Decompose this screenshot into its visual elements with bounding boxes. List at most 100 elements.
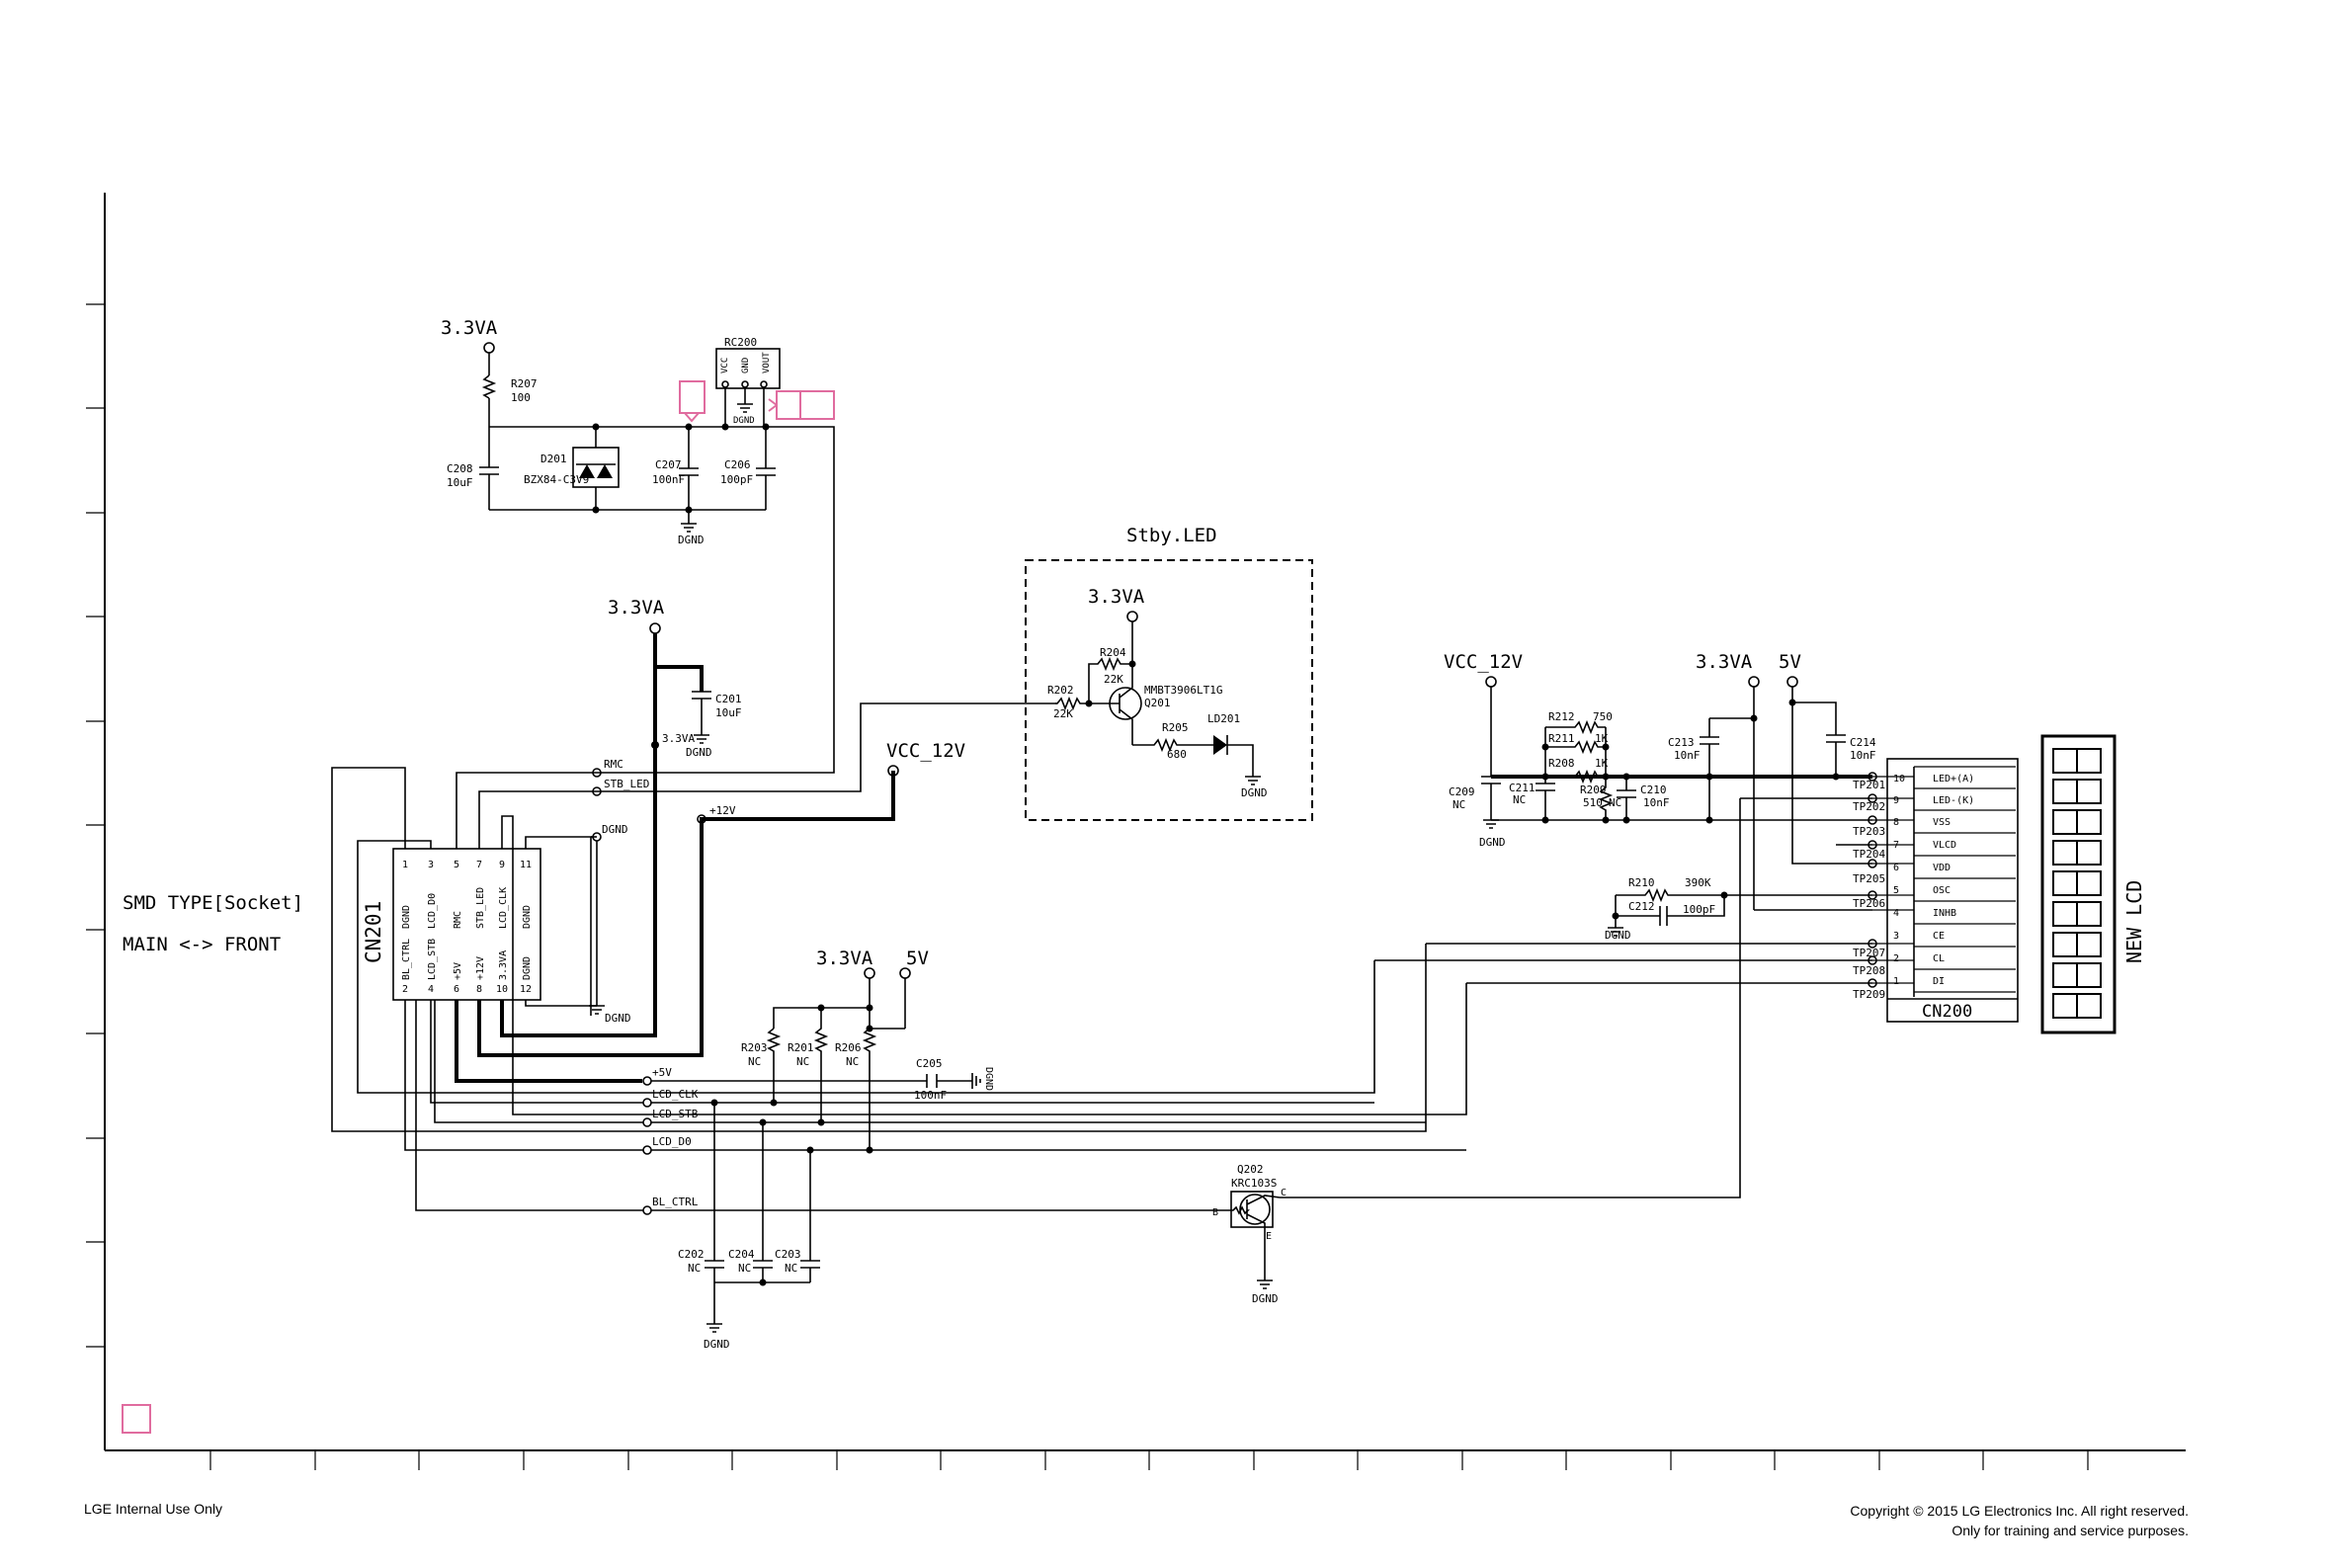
tp209: TP209 [1853,988,1885,1001]
lcd-power-block: VCC_12V 3.3VA 5V C209 NC DGND C211 NC R2… [1444,651,1876,942]
c208-ref: C208 [447,462,473,475]
rail-label-5v-right: 5V [1779,651,1801,673]
rail-label-3v3a-top: 3.3VA [441,317,498,339]
c202-ref: C202 [678,1248,705,1261]
footer-training-line: Only for training and service purposes. [1951,1523,2189,1538]
q202-pin-b: B [1212,1207,1218,1218]
c204-ref: C204 [728,1248,755,1261]
gnd-label-q202: DGND [1252,1292,1279,1305]
cn200-name-1: DI [1933,976,1945,987]
c213-value: 10nF [1674,749,1701,762]
resistor-r208 [1545,769,1606,784]
resistor-r209 [1598,777,1614,820]
cn201-name-5: RMC [453,911,463,929]
cn200-name-4: INHB [1933,908,1956,919]
resistor-r210 [1616,887,1872,903]
c214-ref: C214 [1850,736,1876,749]
r203-ref: R203 [741,1041,768,1054]
cn201-name-6: +5V [453,962,463,980]
cn201-pin-2: 2 [402,984,408,995]
rail-label-3v3a-right: 3.3VA [1696,651,1753,673]
cn200-pin-7: 7 [1893,840,1899,851]
cn201-name-10: 3.3VA [498,950,509,980]
c209-value: NC [1453,798,1465,811]
cn201-name-8: +12V [475,956,486,980]
gnd-label-caps: DGND [704,1338,730,1351]
c201-value: 10uF [715,706,742,719]
r203-value: NC [748,1055,761,1068]
cn201-name-4: LCD_STB [427,939,438,980]
cn201-name-2: BL_CTRL [401,939,412,980]
no-connect-marker-a [679,380,706,414]
resistor-r203 [766,1028,782,1103]
footer-copyright: Copyright © 2015 LG Electronics Inc. All… [1850,1501,2189,1540]
connector-cn201: CN201 1 3 5 7 9 11 DGND LCD_D0 RMC STB_L… [362,848,541,1001]
c208-value: 10uF [447,476,473,489]
r204-value: 22K [1104,673,1123,686]
gnd-label-c201: DGND [686,746,712,759]
c205-ref: C205 [916,1057,943,1070]
cn200-ref: CN200 [1922,1002,1972,1022]
r209-nc: NC [1609,796,1621,809]
cn201-pin-1: 1 [402,860,408,870]
r207-ref: R207 [511,377,538,390]
resistor-r202 [1055,696,1107,711]
gnd-label-rc200: DGND [733,416,755,426]
cn200-pin-8: 8 [1893,817,1899,828]
led-ld201 [1213,735,1227,755]
gnd-label-ld201: DGND [1241,786,1268,799]
r212-ref: R212 [1548,710,1575,723]
net-label-12v: +12V [709,804,736,817]
d201-ref: D201 [540,453,567,465]
r206-value: NC [846,1055,859,1068]
resistor-r207 [481,374,497,399]
no-connect-marker-c [799,390,835,420]
filter-caps-bottom: DGND C202 NC C204 NC C203 NC [678,1099,820,1351]
net-5v-wire [455,1000,642,1083]
net-label-stb-led: STB_LED [604,778,649,790]
cn200-pin-2: 2 [1893,953,1899,964]
side-label-direction: MAIN <-> FRONT [123,934,281,955]
r210-value: 390K [1685,876,1711,889]
power-filter-block: 3.3VA R207 100 C208 10uF D201 BZX84-C3V9… [441,317,835,546]
cn200-pin-4: 4 [1893,908,1899,919]
c203-ref: C203 [775,1248,801,1261]
no-connect-marker-b [776,390,801,420]
q201-value: MMBT3906LT1G [1144,684,1222,697]
rail-label-3v3a-low: 3.3VA [816,948,873,969]
r205-value: 680 [1167,748,1187,761]
cn201-pin-3: 3 [428,860,434,870]
cn201-name-3: LCD_D0 [427,893,438,929]
tp207: TP207 [1853,947,1885,959]
pullup-resistors: 3.3VA 5V R203 NC R201 NC R206 NC [741,948,929,1154]
tp205: TP205 [1853,872,1885,885]
rc200-pin-vcc: VCC [720,358,730,373]
r211-value: 1K [1595,732,1609,745]
resistor-r212 [1545,719,1606,735]
corner-marker [122,1404,151,1434]
net-lcd-stb-loop [331,767,1427,1132]
rail-label-vcc12-right: VCC_12V [1444,651,1523,673]
cn201-name-1: DGND [401,905,412,929]
c214-value: 10nF [1850,749,1876,762]
cn201-pin-12: 12 [520,984,532,995]
resistor-r201 [813,1008,829,1122]
c203-value: NC [785,1262,797,1275]
net-label-dgnd-top: DGND [602,823,628,836]
rail-label-3v3a-stby: 3.3VA [1088,586,1145,608]
c212-value: 100pF [1683,903,1715,916]
net-stb-led-wire [603,702,1057,792]
cn201-pin-9: 9 [499,860,505,870]
net-label-bl-ctrl: BL_CTRL [652,1196,699,1208]
cn200-pin-9: 9 [1893,795,1899,806]
net-12v-wire [477,771,895,1057]
gnd-label-r210: DGND [1605,929,1631,942]
resistor-r204 [1088,656,1132,703]
net-rmc-wire [603,426,835,774]
cn200-pin-10: 10 [1893,774,1905,784]
cn201-name-11: DGND [522,905,533,929]
c213-ref: C213 [1668,736,1695,749]
r202-value: 22K [1053,707,1073,720]
